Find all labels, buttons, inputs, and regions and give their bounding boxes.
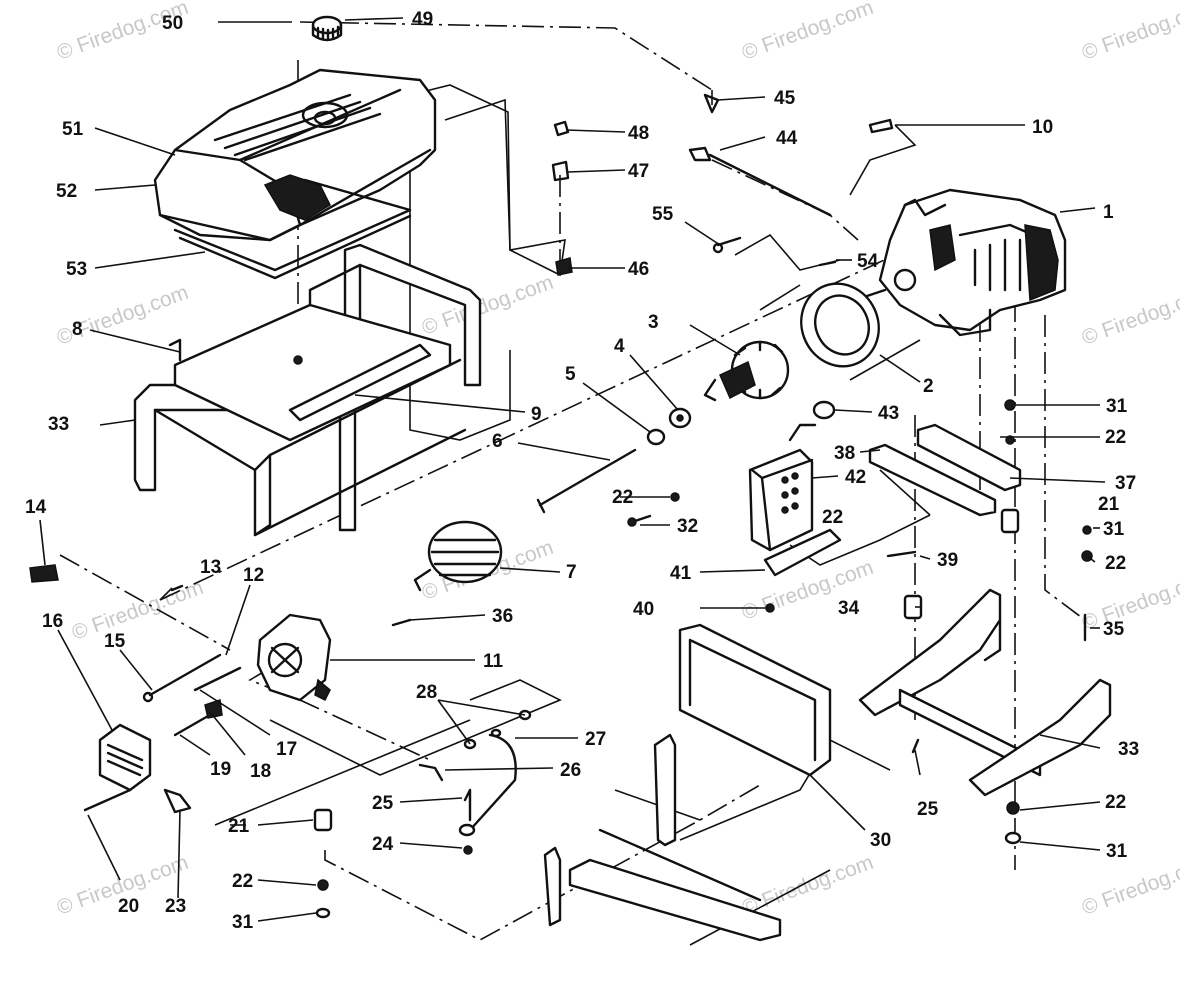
callout-15: 15 — [104, 631, 126, 652]
callout-7: 7 — [566, 562, 577, 583]
callout-22-right-top: 22 — [1105, 427, 1126, 448]
callout-50: 50 — [162, 13, 183, 34]
callout-31-top: 31 — [1106, 396, 1128, 417]
callout-43: 43 — [878, 403, 899, 424]
callout-33-left: 33 — [48, 414, 69, 435]
callout-23: 23 — [165, 896, 186, 917]
callout-32: 32 — [677, 516, 698, 537]
callout-5: 5 — [565, 364, 576, 385]
callouts: 1 2 3 4 5 6 7 8 9 10 11 12 13 14 15 16 1… — [25, 9, 1139, 933]
pin-36 — [391, 618, 412, 627]
callout-36: 36 — [492, 606, 513, 627]
callout-38: 38 — [834, 443, 855, 464]
callout-1: 1 — [1103, 202, 1114, 223]
stator-7 — [413, 520, 503, 592]
callout-46: 46 — [628, 259, 649, 280]
callout-26: 26 — [560, 760, 581, 781]
callout-31-mid: 31 — [1103, 519, 1125, 540]
callout-16: 16 — [42, 611, 63, 632]
callout-40: 40 — [633, 599, 654, 620]
callout-22-left: 22 — [232, 871, 253, 892]
callout-51: 51 — [62, 119, 84, 140]
callout-41: 41 — [670, 563, 692, 584]
callout-8: 8 — [72, 319, 83, 340]
callout-53: 53 — [66, 259, 87, 280]
callout-31-bottom-left: 31 — [232, 912, 254, 933]
end-bell — [256, 613, 332, 702]
callout-18: 18 — [250, 761, 271, 782]
callout-22-mid: 22 — [822, 507, 843, 528]
callout-12: 12 — [243, 565, 264, 586]
callout-34: 34 — [838, 598, 860, 619]
callout-48: 48 — [628, 123, 649, 144]
base-plate — [168, 303, 452, 442]
callout-45: 45 — [774, 88, 796, 109]
callout-25-right: 25 — [917, 799, 939, 820]
callout-33-right: 33 — [1118, 739, 1139, 760]
callout-44: 44 — [776, 128, 798, 149]
callout-25-left: 25 — [372, 793, 394, 814]
callout-31-bottom-right: 31 — [1106, 841, 1128, 862]
callout-52: 52 — [56, 181, 77, 202]
callout-22-center: 22 — [612, 487, 633, 508]
lower-hardware — [418, 709, 532, 855]
callout-47: 47 — [628, 161, 649, 182]
end-cover-16 — [98, 723, 152, 792]
callout-9: 9 — [531, 404, 542, 425]
engine — [853, 188, 1067, 337]
callout-14: 14 — [25, 497, 47, 518]
gasket-53 — [173, 178, 412, 280]
watermark: © Firedog.com — [69, 576, 207, 645]
callout-37: 37 — [1115, 473, 1136, 494]
rails — [868, 423, 1022, 517]
callout-3: 3 — [648, 312, 659, 333]
through-bolt-6 — [536, 448, 637, 514]
callout-11: 11 — [483, 651, 504, 672]
callout-10: 10 — [1032, 117, 1053, 138]
callout-21-right: 21 — [1098, 494, 1120, 515]
small-hardware — [29, 564, 242, 814]
callout-28: 28 — [416, 682, 437, 703]
muffler-shield — [678, 623, 832, 777]
callout-24: 24 — [372, 834, 394, 855]
stator-housing — [800, 282, 880, 368]
callout-54: 54 — [857, 251, 879, 272]
watermark: © Firedog.com — [739, 0, 877, 65]
fuel-tank — [153, 68, 437, 242]
lower-frame-right — [858, 588, 1112, 797]
callout-4: 4 — [614, 336, 625, 357]
callout-6: 6 — [492, 431, 503, 452]
callout-17: 17 — [276, 739, 297, 760]
callout-42: 42 — [845, 467, 866, 488]
callout-39: 39 — [937, 550, 958, 571]
top-hardware — [551, 93, 894, 276]
control-box — [748, 423, 842, 577]
washers-4-5 — [646, 407, 692, 446]
watermark: © Firedog.com — [1079, 851, 1180, 920]
callout-49: 49 — [412, 9, 433, 30]
callout-30: 30 — [870, 830, 891, 851]
callout-35: 35 — [1103, 619, 1125, 640]
callout-20: 20 — [118, 896, 139, 917]
lower-frame-left — [543, 733, 782, 942]
callout-2: 2 — [923, 376, 934, 397]
leader-lines — [39, 17, 1106, 922]
callout-55: 55 — [652, 204, 674, 225]
watermark: © Firedog.com — [739, 851, 877, 920]
watermark: © Firedog.com — [1079, 281, 1180, 350]
watermark: © Firedog.com — [1079, 0, 1180, 65]
callout-13: 13 — [200, 557, 221, 578]
callout-22-right-bottom: 22 — [1105, 792, 1126, 813]
rotor — [703, 340, 790, 402]
callout-27: 27 — [585, 729, 606, 750]
callout-22-right-mid: 22 — [1105, 553, 1126, 574]
watermark: © Firedog.com — [1079, 566, 1180, 635]
grommet-43 — [812, 400, 836, 420]
callout-19: 19 — [210, 759, 231, 780]
fuel-cap — [311, 15, 343, 42]
callout-21-left: 21 — [228, 816, 250, 837]
